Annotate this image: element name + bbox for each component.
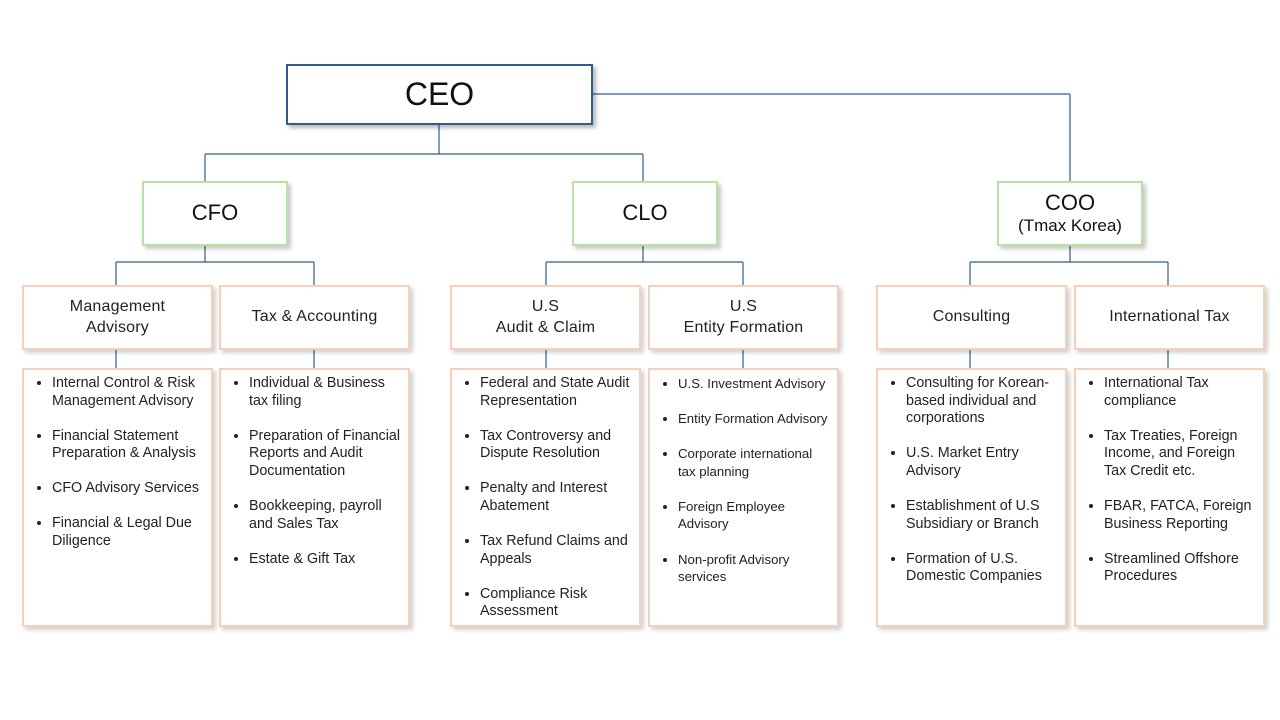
list-consulting: Consulting for Korean-based individual a… — [876, 368, 1067, 627]
ceo-label: CEO — [404, 76, 475, 112]
list-item: Individual & Business tax filing — [249, 375, 400, 410]
list-item: Establishment of U.S Subsidiary or Branc… — [906, 498, 1057, 533]
list-item: Compliance Risk Assessment — [480, 586, 631, 621]
list-item: Non-profit Advisory services — [678, 551, 829, 586]
dept-title-line: International Tax — [1109, 308, 1230, 326]
list-management-advisory: Internal Control & Risk Management Advis… — [22, 368, 213, 627]
list-international-tax: International Tax compliance Tax Treatie… — [1074, 368, 1265, 627]
list-item: Tax Controversy and Dispute Resolution — [480, 428, 631, 463]
list-item: U.S. Market Entry Advisory — [906, 445, 1057, 480]
dept-title-line: U.S — [729, 297, 758, 315]
list-item: Internal Control & Risk Management Advis… — [52, 375, 203, 410]
dept-title-line: U.S — [531, 297, 560, 315]
list-item: Estate & Gift Tax — [249, 551, 400, 569]
list-entity-formation: U.S. Investment Advisory Entity Formatio… — [648, 368, 839, 627]
coo-label: COO — [1044, 190, 1096, 216]
list-tax-accounting: Individual & Business tax filing Prepara… — [219, 368, 410, 627]
dept-title-line: Tax & Accounting — [251, 308, 378, 326]
dept-title-line: Entity Formation — [683, 318, 804, 336]
dept-consulting: Consulting — [876, 285, 1067, 350]
list-item: Entity Formation Advisory — [678, 410, 829, 428]
list-item: Tax Treaties, Foreign Income, and Foreig… — [1104, 428, 1255, 481]
dept-entity-formation: U.S Entity Formation — [648, 285, 839, 350]
ceo-box: CEO — [286, 64, 593, 125]
dept-title-line: Audit & Claim — [495, 318, 596, 336]
list-item: U.S. Investment Advisory — [678, 375, 829, 393]
cfo-label: CFO — [191, 200, 239, 226]
list-item: Preparation of Financial Reports and Aud… — [249, 428, 400, 481]
clo-box: CLO — [572, 181, 718, 246]
coo-box: COO (Tmax Korea) — [997, 181, 1143, 246]
dept-management-advisory: Management Advisory — [22, 285, 213, 350]
cfo-box: CFO — [142, 181, 288, 246]
list-item: Federal and State Audit Representation — [480, 375, 631, 410]
dept-international-tax: International Tax — [1074, 285, 1265, 350]
list-audit-claim: Federal and State Audit Representation T… — [450, 368, 641, 627]
dept-tax-accounting: Tax & Accounting — [219, 285, 410, 350]
list-item: Consulting for Korean-based individual a… — [906, 375, 1057, 428]
clo-label: CLO — [622, 200, 668, 226]
list-item: CFO Advisory Services — [52, 480, 203, 498]
dept-title-line: Consulting — [932, 308, 1011, 326]
dept-audit-claim: U.S Audit & Claim — [450, 285, 641, 350]
coo-sublabel: (Tmax Korea) — [1018, 216, 1122, 236]
list-item: International Tax compliance — [1104, 375, 1255, 410]
list-item: Streamlined Offshore Procedures — [1104, 551, 1255, 586]
list-item: Tax Refund Claims and Appeals — [480, 533, 631, 568]
dept-title-line: Advisory — [86, 318, 149, 336]
list-item: Corporate international tax planning — [678, 445, 829, 480]
list-item: Penalty and Interest Abatement — [480, 480, 631, 515]
list-item: FBAR, FATCA, Foreign Business Reporting — [1104, 498, 1255, 533]
list-item: Bookkeeping, payroll and Sales Tax — [249, 498, 400, 533]
list-item: Foreign Employee Advisory — [678, 498, 829, 533]
list-item: Financial & Legal Due Diligence — [52, 515, 203, 550]
dept-title-line: Management — [69, 297, 166, 315]
list-item: Formation of U.S. Domestic Companies — [906, 551, 1057, 586]
list-item: Financial Statement Preparation & Analys… — [52, 428, 203, 463]
